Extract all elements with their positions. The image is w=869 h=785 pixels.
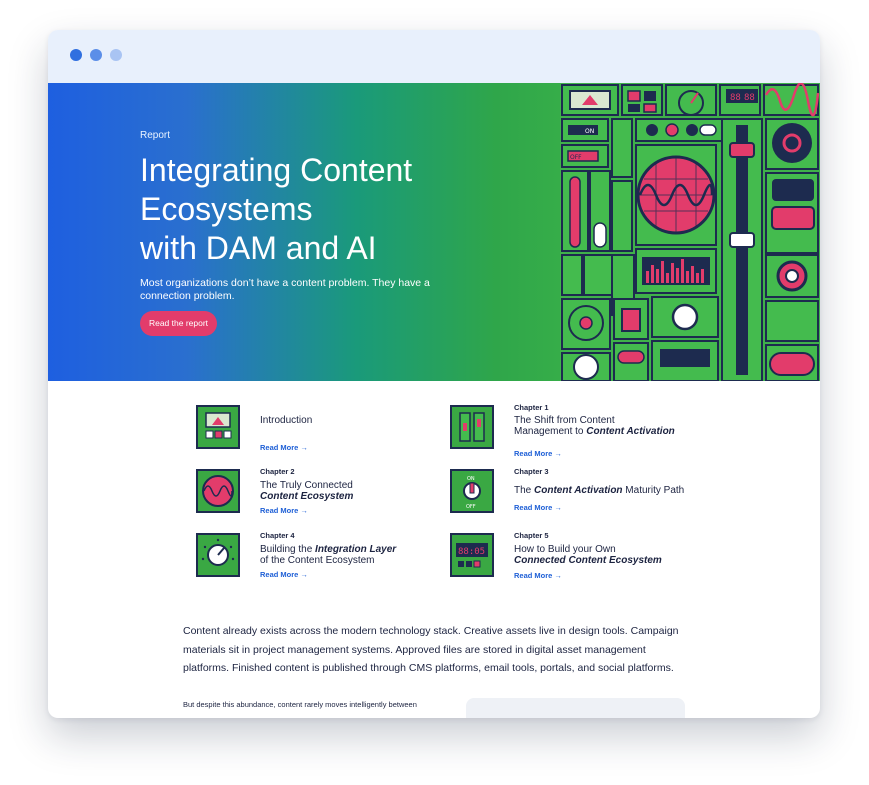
hero-banner: Report Integrating Content Ecosystems wi…: [48, 83, 820, 381]
read-more-link[interactable]: Read More →: [260, 443, 308, 452]
chapter-kicker: Chapter 3: [514, 467, 549, 476]
hero-title-line-1: Integrating Content: [140, 152, 413, 188]
off-label: OFF: [570, 154, 582, 161]
control-panel-graphic: 88 88 ON OFF: [560, 83, 820, 381]
intro-paragraph: Content already exists across the modern…: [183, 625, 679, 674]
icon-off-label: OFF: [466, 504, 476, 510]
window-dot-1[interactable]: [70, 49, 82, 61]
hero-label: Report: [140, 130, 171, 141]
toggle-switch-icon: ON OFF: [450, 469, 494, 513]
hero-title: Integrating Content Ecosystems with DAM …: [140, 151, 500, 268]
side-card: [466, 698, 685, 718]
meter-panel-icon: [196, 405, 240, 449]
chapter-item-2[interactable]: Chapter 2 The Truly Connected Content Ec…: [196, 467, 456, 519]
read-more-link[interactable]: Read More →: [260, 570, 308, 579]
clock-readout: 88:05: [458, 547, 485, 557]
icon-on-label: ON: [467, 476, 475, 482]
oscilloscope-icon: [196, 469, 240, 513]
window-dot-2[interactable]: [90, 49, 102, 61]
chapter-kicker: Chapter 4: [260, 531, 295, 540]
chapter-item-4[interactable]: Chapter 4 Building the Integration Layer…: [196, 531, 456, 583]
chapter-item-5[interactable]: 88:05 Chapter 5 How to Build your Own Co…: [450, 531, 710, 583]
chapter-title: The Content Activation Maturity Path: [514, 485, 685, 496]
dial-knob-icon: [196, 533, 240, 577]
window-titlebar: [48, 30, 820, 83]
chapter-kicker: Chapter 1: [514, 403, 549, 412]
read-more-link[interactable]: Read More →: [514, 503, 562, 512]
chapter-item-1[interactable]: Chapter 1 The Shift from Content Managem…: [450, 403, 710, 458]
chapter-title: Introduction: [260, 415, 313, 426]
sliders-panel-icon: [450, 405, 494, 449]
read-more-link[interactable]: Read More →: [514, 449, 562, 458]
svg-text:88: 88: [730, 93, 741, 103]
chapter-list: Introduction Read More → Chapter 1 The S…: [48, 381, 820, 621]
on-label: ON: [585, 128, 594, 135]
hero-subtitle: Most organizations don’t have a content …: [140, 277, 430, 302]
window-dot-3[interactable]: [110, 49, 122, 61]
browser-window: Report Integrating Content Ecosystems wi…: [48, 30, 820, 718]
chapter-title: How to Build your Own Connected Content …: [514, 544, 662, 566]
svg-text:88: 88: [744, 93, 755, 103]
read-more-link[interactable]: Read More →: [260, 506, 308, 515]
control-panel-illustration: 88 88 ON OFF: [560, 83, 820, 381]
chapter-kicker: Chapter 2: [260, 467, 295, 476]
read-report-button[interactable]: Read the report: [140, 311, 217, 336]
hero-title-line-3: with DAM and AI: [140, 230, 377, 266]
read-more-link[interactable]: Read More →: [514, 571, 562, 580]
chapter-title: Building the Integration Layer of the Co…: [260, 544, 397, 566]
chapter-item-3[interactable]: ON OFF Chapter 3 The Content Activation …: [450, 467, 710, 519]
hero-title-line-2: Ecosystems: [140, 191, 313, 227]
chapter-title: The Shift from Content Management to Con…: [514, 415, 675, 437]
digital-clock-icon: 88:05: [450, 533, 494, 577]
chapter-kicker: Chapter 5: [514, 531, 549, 540]
body-paragraph: But despite this abundance, content rare…: [183, 700, 417, 709]
chapter-item-introduction[interactable]: Introduction Read More →: [196, 405, 456, 455]
chapter-title: The Truly Connected Content Ecosystem: [260, 480, 354, 502]
